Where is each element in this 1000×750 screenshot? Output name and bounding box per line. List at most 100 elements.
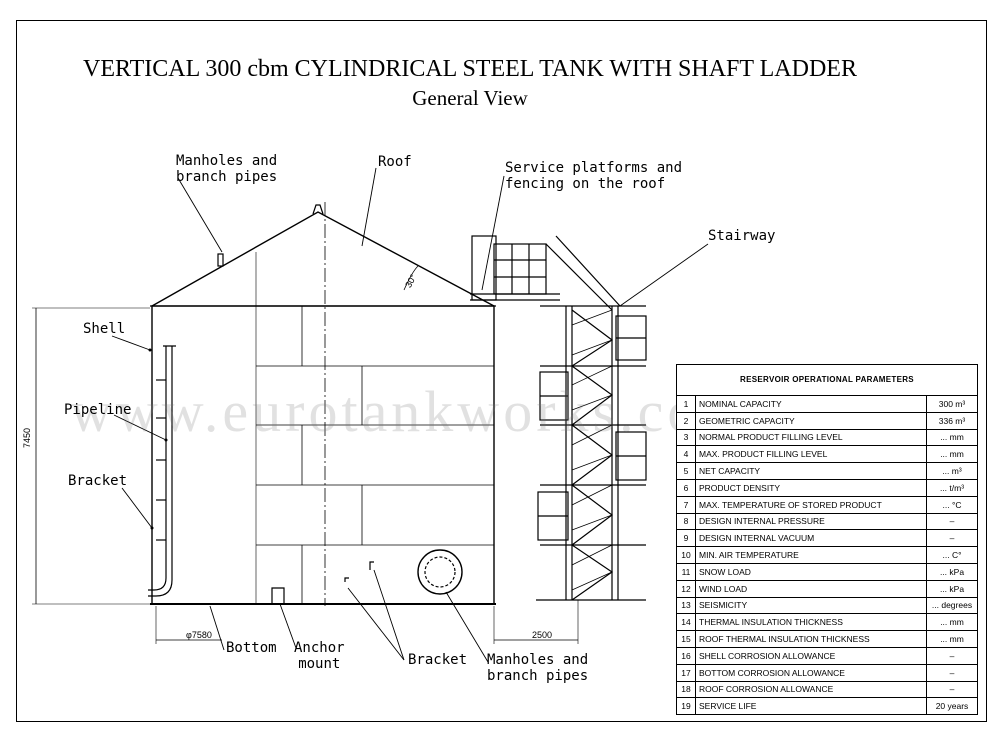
parameters-table-title: RESERVOIR OPERATIONAL PARAMETERS bbox=[676, 364, 978, 396]
dim-height: 7450 bbox=[22, 427, 32, 448]
row-parameter: PRODUCT DENSITY bbox=[695, 478, 927, 497]
roof-platform bbox=[470, 235, 560, 301]
row-number: 5 bbox=[676, 462, 696, 480]
label-pipeline: Pipeline bbox=[64, 402, 132, 418]
label-manholes-bottom: Manholes and branch pipes bbox=[487, 652, 589, 684]
row-number: 1 bbox=[676, 395, 696, 413]
label-stairway: Stairway bbox=[708, 228, 776, 244]
row-number: 10 bbox=[676, 546, 696, 564]
row-value: – bbox=[926, 680, 978, 699]
row-number: 18 bbox=[676, 680, 696, 699]
row-value: ... kPa bbox=[926, 562, 978, 581]
row-parameter: ROOF CORROSION ALLOWANCE bbox=[695, 680, 927, 699]
row-value: ... °C bbox=[926, 495, 978, 514]
row-value: ... t/m³ bbox=[926, 478, 978, 497]
row-value: 336 m³ bbox=[926, 411, 978, 430]
stairway-tower bbox=[536, 235, 647, 601]
row-value: 300 m³ bbox=[926, 395, 978, 413]
row-parameter: ROOF THERMAL INSULATION THICKNESS bbox=[695, 630, 927, 648]
row-parameter: SHELL CORROSION ALLOWANCE bbox=[695, 646, 927, 665]
row-value: – bbox=[926, 663, 978, 682]
row-parameter: DESIGN INTERNAL VACUUM bbox=[695, 529, 927, 548]
row-parameter: SERVICE LIFE bbox=[695, 697, 927, 716]
row-number: 11 bbox=[676, 562, 696, 581]
shell-manhole bbox=[417, 549, 463, 595]
row-number: 13 bbox=[676, 596, 696, 615]
table-row: 9 DESIGN INTERNAL VACUUM– bbox=[676, 529, 978, 548]
row-number: 16 bbox=[676, 646, 696, 665]
label-shell: Shell bbox=[83, 321, 126, 337]
row-parameter: SNOW LOAD bbox=[695, 562, 927, 581]
row-parameter: WIND LOAD bbox=[695, 579, 927, 598]
row-number: 4 bbox=[676, 445, 696, 464]
row-value: ... m³ bbox=[926, 462, 978, 480]
table-row: 17 BOTTOM CORROSION ALLOWANCE– bbox=[676, 663, 978, 682]
row-value: 20 years bbox=[926, 697, 978, 716]
dim-stair-offset: 2500 bbox=[532, 630, 553, 640]
row-value: ... kPa bbox=[926, 579, 978, 598]
label-bottom: Bottom bbox=[226, 640, 277, 656]
roof-manhole bbox=[217, 253, 224, 267]
row-value: ... mm bbox=[926, 630, 978, 648]
row-number: 14 bbox=[676, 613, 696, 632]
row-number: 15 bbox=[676, 630, 696, 648]
row-parameter: THERMAL INSULATION THICKNESS bbox=[695, 613, 927, 632]
row-parameter: DESIGN INTERNAL PRESSURE bbox=[695, 512, 927, 531]
drawing-subtitle: General View bbox=[412, 86, 528, 110]
row-parameter: MIN. AIR TEMPERATURE bbox=[695, 546, 927, 564]
label-bracket-left: Bracket bbox=[68, 473, 128, 489]
label-platforms: Service platforms and fencing on the roo… bbox=[505, 160, 683, 192]
row-parameter: NET CAPACITY bbox=[695, 462, 927, 480]
watermark: www.eurotankworks.com bbox=[70, 379, 750, 444]
row-value: ... degrees bbox=[926, 596, 978, 615]
pipeline bbox=[148, 345, 176, 597]
row-parameter: SEISMICITY bbox=[695, 596, 927, 615]
row-parameter: NORMAL PRODUCT FILLING LEVEL bbox=[695, 428, 927, 447]
label-manholes-top: Manholes and branch pipes bbox=[176, 153, 278, 185]
drawing-title: VERTICAL 300 cbm CYLINDRICAL STEEL TANK … bbox=[83, 56, 857, 82]
row-value: ... mm bbox=[926, 428, 978, 447]
row-number: 19 bbox=[676, 697, 696, 716]
row-value: – bbox=[926, 512, 978, 531]
anchor-mount bbox=[271, 587, 285, 604]
bracket-shell bbox=[369, 561, 374, 570]
row-number: 2 bbox=[676, 411, 696, 430]
row-number: 6 bbox=[676, 478, 696, 497]
row-value: ... C° bbox=[926, 546, 978, 564]
row-number: 17 bbox=[676, 663, 696, 682]
row-number: 7 bbox=[676, 495, 696, 514]
row-parameter: BOTTOM CORROSION ALLOWANCE bbox=[695, 663, 927, 682]
leader-lines bbox=[111, 167, 709, 663]
row-parameter: GEOMETRIC CAPACITY bbox=[695, 411, 927, 430]
row-number: 3 bbox=[676, 428, 696, 447]
row-value: ... mm bbox=[926, 445, 978, 464]
row-parameter: NOMINAL CAPACITY bbox=[695, 395, 927, 413]
label-roof: Roof bbox=[378, 154, 412, 170]
row-value: – bbox=[926, 646, 978, 665]
tank-roof bbox=[151, 211, 495, 307]
roof-vent bbox=[312, 204, 324, 215]
row-value: – bbox=[926, 529, 978, 548]
tank-shell bbox=[151, 305, 495, 605]
label-anchor-mount: Anchor mount bbox=[294, 640, 345, 672]
row-parameter: MAX. PRODUCT FILLING LEVEL bbox=[695, 445, 927, 464]
drawing-frame bbox=[16, 20, 987, 722]
